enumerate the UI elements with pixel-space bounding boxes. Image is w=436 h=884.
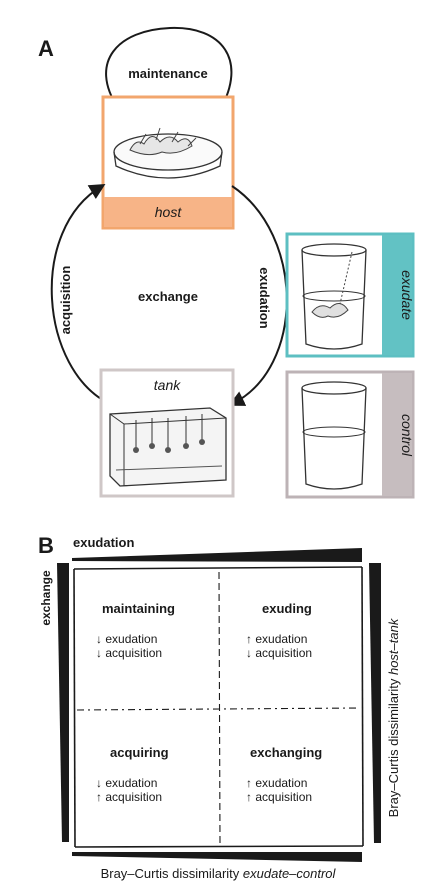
vertical-divider (218, 571, 221, 844)
arrow-up-icon: ↑ (246, 776, 252, 790)
quadrant-title: exuding (262, 601, 312, 616)
arrow-down-icon: ↓ (96, 646, 102, 660)
quadrant-title: exchanging (250, 745, 323, 760)
host-label: host (154, 204, 182, 220)
acquisition-label: acquisition (58, 266, 73, 335)
bottom-axis-label-main: Bray–Curtis dissimilarity (100, 866, 240, 881)
quadrant-frame-top (73, 566, 363, 570)
arrow-down-icon: ↓ (246, 646, 252, 660)
top-gradient-wedge (72, 548, 362, 562)
panel-a-diagram (50, 26, 415, 499)
panel-b-frame (57, 548, 381, 862)
quadrant-title: maintaining (102, 601, 175, 616)
quadrant-line-2: ↓ acquisition (246, 646, 313, 660)
control-beaker-icon (301, 381, 367, 490)
arrow-up-icon: ↑ (246, 632, 252, 646)
quadrant-line-1: ↑ exudation (246, 632, 308, 646)
arrow-up-icon: ↑ (246, 790, 252, 804)
quadrant-line-1: ↓ exudation (96, 632, 158, 646)
host-label-band (104, 197, 232, 227)
maintenance-loop-arrow (105, 26, 233, 114)
acquisition-arrow (50, 183, 111, 405)
control-label: control (399, 414, 415, 457)
panel-a-letter: A (38, 36, 54, 61)
tank-label: tank (153, 377, 181, 393)
quadrant-exuding: exuding ↑ exudation ↓ acquisition (236, 601, 356, 660)
exudate-label: exudate (399, 270, 415, 320)
right-axis-label-italic: host–tank (386, 617, 401, 675)
horizontal-divider (76, 707, 361, 711)
control-label-band (382, 373, 412, 496)
panel-b-rotated-labels: exchange Bray–Curtis dissimilarity host–… (39, 570, 401, 817)
quadrant-line-1: ↓ exudation (96, 776, 158, 790)
arrow-down-icon: ↓ (96, 632, 102, 646)
maintenance-label: maintenance (128, 66, 208, 81)
tank-aquarium-icon (109, 407, 227, 487)
bottom-gradient-wedge (72, 852, 362, 862)
exudate-label-band (382, 235, 412, 355)
quadrant-acquiring: acquiring ↓ exudation ↑ acquisition (88, 745, 208, 804)
arrow-down-icon: ↓ (96, 776, 102, 790)
panel-a-rotated-labels: acquisition exudation exudate control (58, 266, 415, 457)
right-axis-label-main: Bray–Curtis dissimilarity (386, 678, 401, 817)
quadrant-frame-right (361, 566, 364, 847)
right-axis-label: Bray–Curtis dissimilarity host–tank (386, 617, 401, 817)
bottom-axis-label-italic: exudate–control (242, 866, 336, 881)
exudate-beaker-icon (301, 243, 367, 350)
panel-b-letter: B (38, 533, 54, 558)
quadrant-maintaining: maintaining ↓ exudation ↓ acquisition (88, 601, 208, 660)
top-axis-label: exudation (73, 535, 135, 550)
arrow-up-icon: ↑ (96, 790, 102, 804)
quadrant-line-2: ↑ acquisition (246, 790, 313, 804)
left-axis-label: exchange (39, 570, 53, 626)
exudation-label: exudation (257, 267, 272, 328)
right-gradient-wedge (369, 563, 381, 843)
exchange-label: exchange (138, 289, 198, 304)
quadrant-exchanging: exchanging ↑ exudation ↑ acquisition (236, 745, 356, 804)
petri-dish-icon (113, 127, 223, 179)
bottom-axis-label: Bray–Curtis dissimilarity exudate–contro… (60, 866, 376, 881)
quadrant-title: acquiring (110, 745, 169, 760)
quadrant-frame-left (73, 568, 76, 848)
left-gradient-wedge (57, 563, 69, 842)
quadrant-frame-bottom (74, 845, 364, 848)
quadrant-line-2: ↑ acquisition (96, 790, 163, 804)
quadrant-line-1: ↑ exudation (246, 776, 308, 790)
quadrant-line-2: ↓ acquisition (96, 646, 163, 660)
